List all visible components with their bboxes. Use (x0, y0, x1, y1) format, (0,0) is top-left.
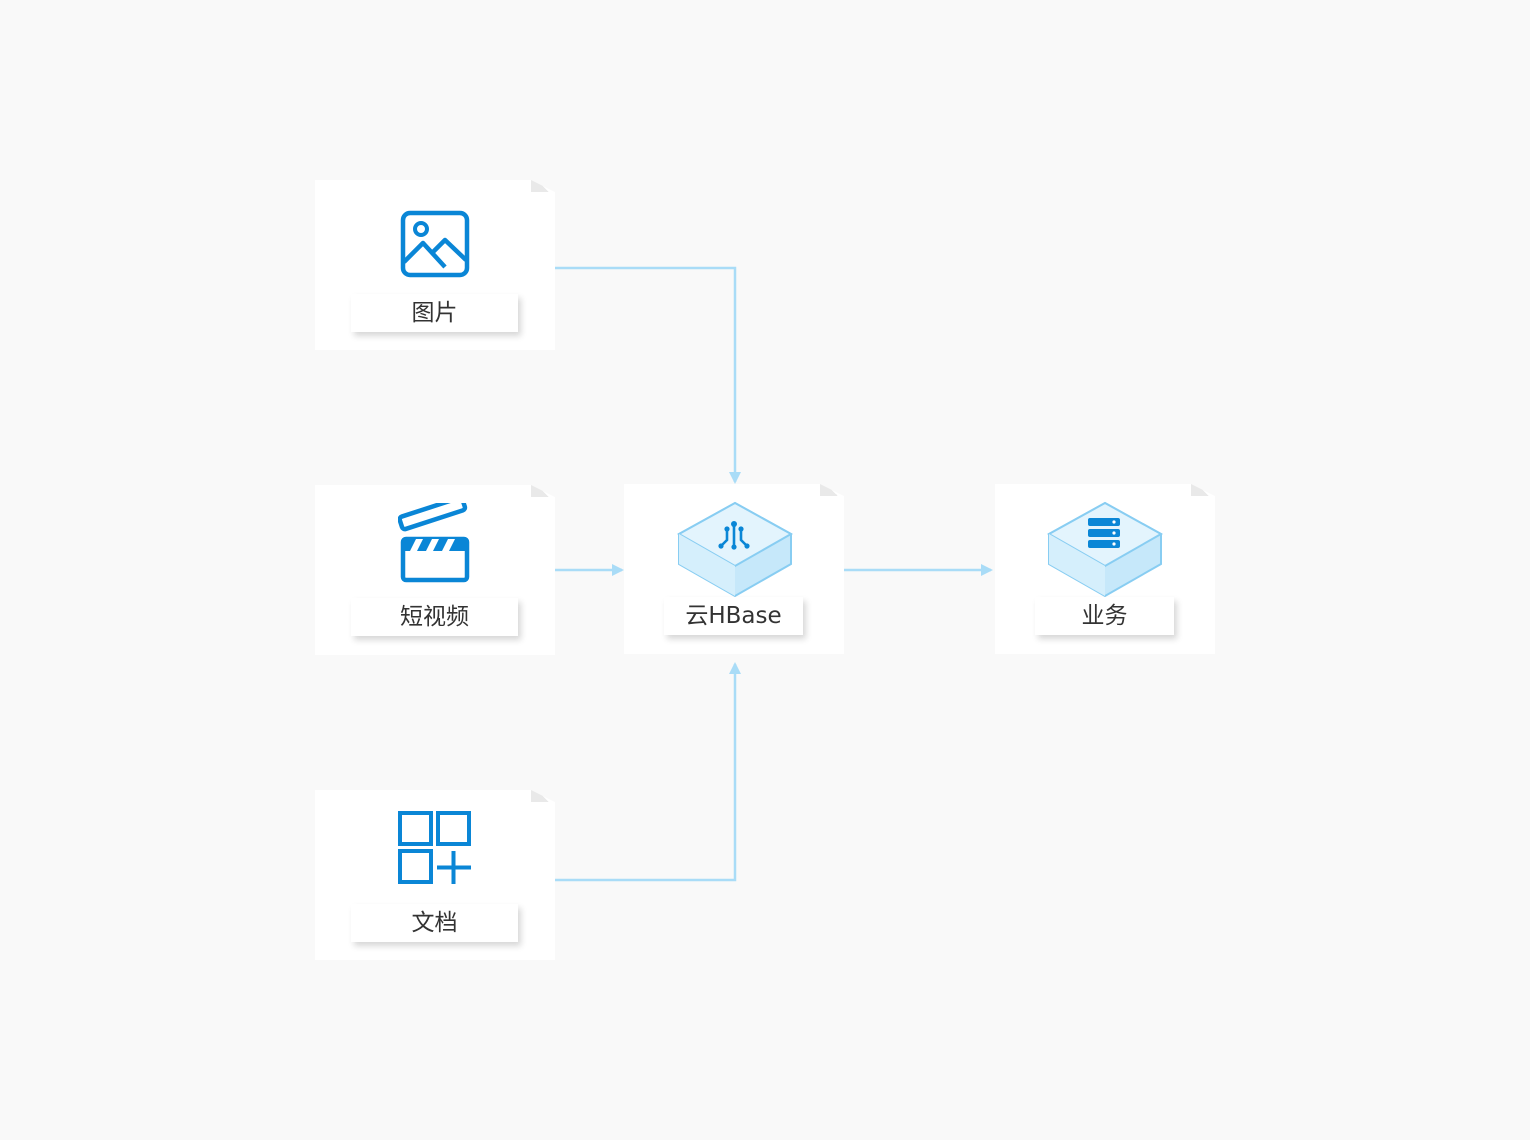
connector-document-to-hbase (554, 662, 741, 882)
clapperboard-icon (398, 503, 470, 583)
grid-plus-icon (398, 811, 471, 884)
node-business-label: 业务 (1035, 597, 1174, 635)
connector-image-to-hbase (554, 266, 741, 484)
node-hbase-label: 云HBase (664, 597, 803, 635)
node-video-label: 短视频 (351, 598, 518, 636)
node-image-label: 图片 (351, 294, 518, 332)
cube-circuit-icon (676, 501, 794, 598)
cube-server-icon (1046, 501, 1164, 598)
image-icon (400, 210, 470, 278)
node-document-label: 文档 (351, 904, 518, 942)
